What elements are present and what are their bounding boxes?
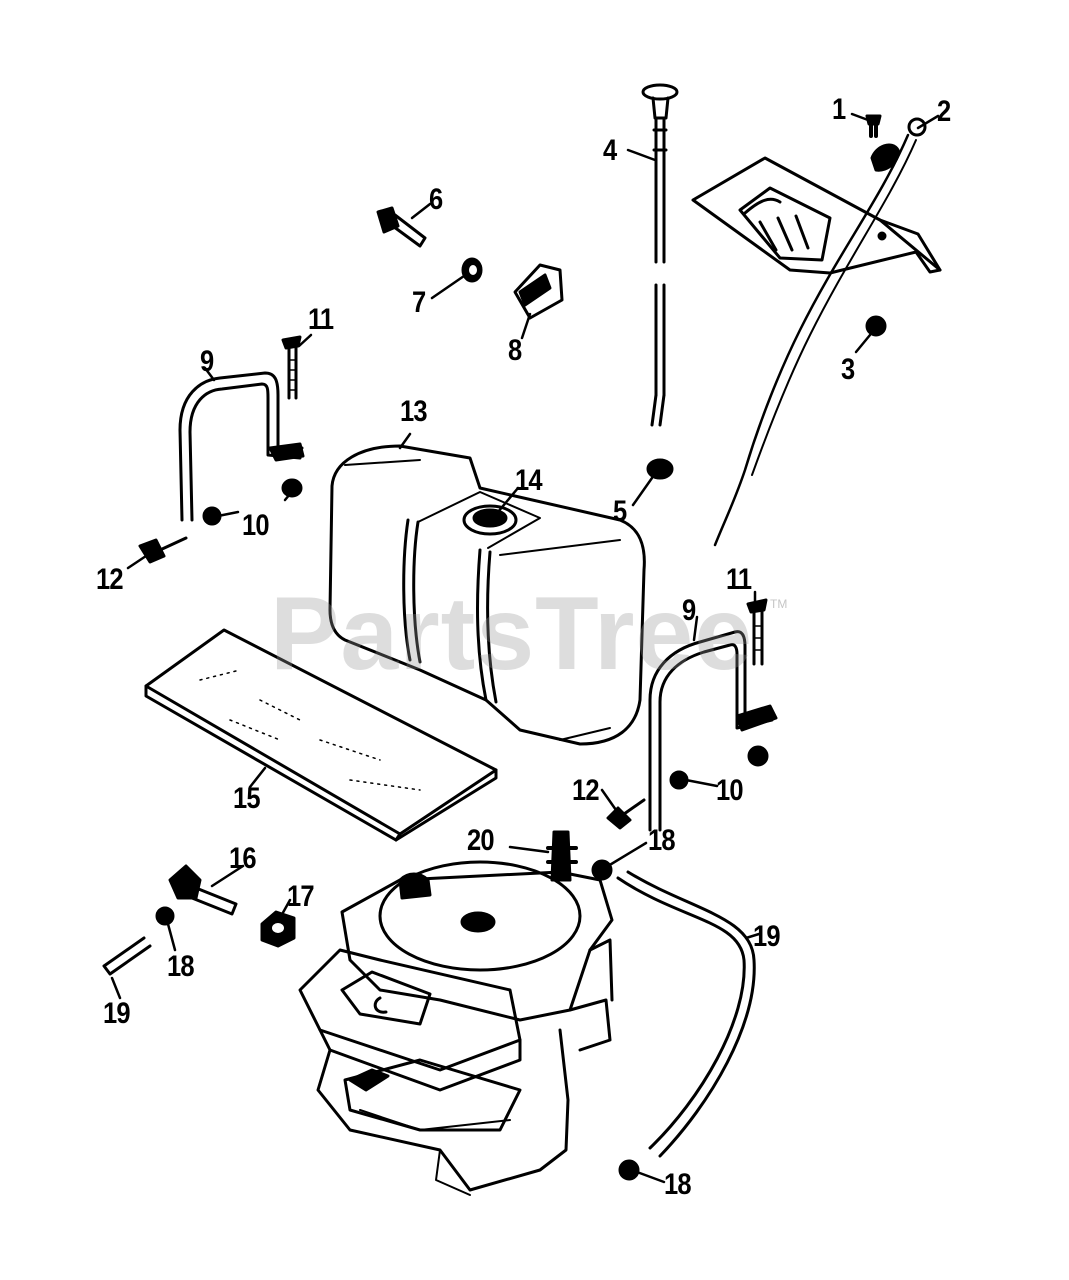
callout-11-left: 11 <box>308 303 334 336</box>
part-11-bolt-right <box>746 598 768 666</box>
part-13-fuel-tank <box>328 444 646 746</box>
part-1-screw <box>865 114 882 138</box>
watermark-trademark: TM <box>770 597 788 611</box>
watermark: PartsTree <box>270 576 754 692</box>
engine <box>298 860 614 1196</box>
part-2-nut <box>870 117 927 172</box>
part-19-fuel-line-short <box>102 936 152 976</box>
callout-5: 5 <box>613 495 627 528</box>
callout-15: 15 <box>233 782 261 815</box>
callout-17: 17 <box>287 880 315 913</box>
part-15-pad <box>144 628 498 842</box>
callout-3: 3 <box>841 353 855 386</box>
callout-9-right: 9 <box>682 594 696 627</box>
callout-9-left: 9 <box>200 345 214 378</box>
part-14-fuel-cap <box>462 504 518 536</box>
callout-18-top: 18 <box>648 824 676 857</box>
part-3-nut <box>865 315 887 337</box>
part-20-fitting <box>546 830 578 882</box>
callout-18-bottom: 18 <box>664 1168 692 1201</box>
part-18-clamps <box>155 859 640 1181</box>
callout-14: 14 <box>515 464 543 497</box>
callout-12-left: 12 <box>96 563 124 596</box>
part-12-bolt-left <box>138 536 188 564</box>
part-9-strap-left <box>178 371 305 522</box>
callout-8: 8 <box>508 334 522 367</box>
callout-7: 7 <box>412 286 426 319</box>
callout-10-right: 10 <box>716 774 744 807</box>
callout-6: 6 <box>429 183 443 216</box>
throttle-plate <box>691 156 942 275</box>
throttle-cable <box>713 133 917 547</box>
callout-11-right: 11 <box>726 563 752 596</box>
callout-19-right: 19 <box>753 920 781 953</box>
part-6-bolt <box>376 206 427 248</box>
part-19-fuel-line-long <box>616 870 756 1158</box>
callout-19-left: 19 <box>103 997 131 1030</box>
part-8-clamp <box>513 263 564 320</box>
part-4-dipstick <box>641 83 679 427</box>
part-16-valve <box>168 864 238 916</box>
callout-4: 4 <box>603 134 617 167</box>
callout-12-right: 12 <box>572 774 600 807</box>
part-10-nut-right <box>669 745 769 790</box>
part-9-strap-right <box>648 630 778 832</box>
callout-10-left: 10 <box>242 509 270 542</box>
part-11-bolt-left <box>281 335 302 400</box>
callout-20: 20 <box>467 824 495 857</box>
part-17-nut <box>260 910 296 948</box>
callout-2: 2 <box>937 95 951 128</box>
callout-18-left: 18 <box>167 950 195 983</box>
callout-13: 13 <box>400 395 428 428</box>
callout-16: 16 <box>229 842 257 875</box>
part-12-bolt-right <box>606 798 646 830</box>
part-7-washer <box>461 257 483 283</box>
callout-1: 1 <box>832 93 846 126</box>
part-5-nut <box>646 458 674 480</box>
leader-lines <box>110 112 940 1184</box>
